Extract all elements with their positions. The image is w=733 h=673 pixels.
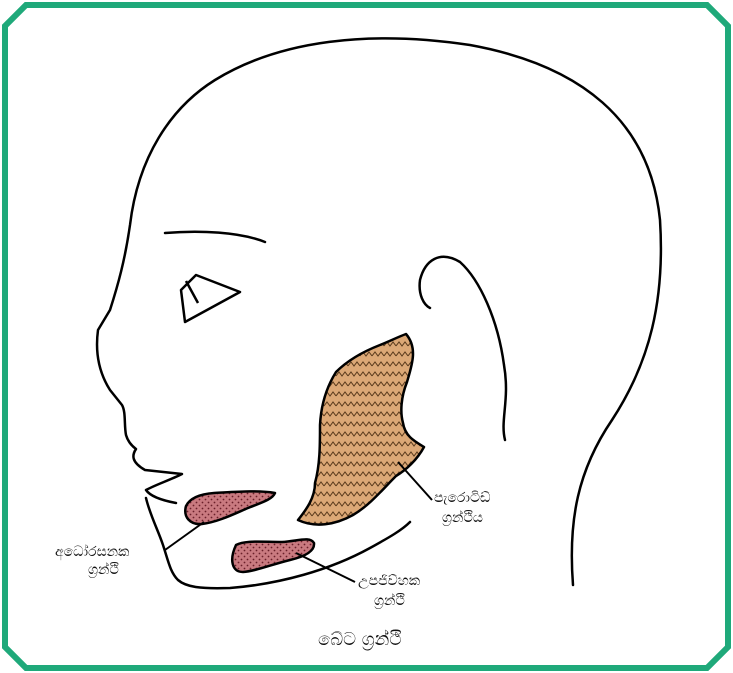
label-parotid-line2: ග්‍රන්ථිය — [442, 510, 483, 527]
label-sublingual-line2: ග්‍රන්ථි — [88, 562, 119, 579]
eye — [181, 275, 240, 322]
parotid-leader-line — [398, 462, 432, 500]
sublingual-gland — [185, 491, 275, 524]
ear — [420, 257, 506, 440]
diagram-title: බේට ග්‍රන්ථි — [318, 629, 401, 650]
sublingual-leader-line — [165, 522, 204, 550]
parotid-gland — [298, 334, 424, 525]
head-profile-outline — [97, 38, 661, 585]
eyebrow — [165, 232, 265, 242]
submandibular-leader-line — [296, 553, 355, 582]
label-submandibular-line1: උපජිව්හක — [358, 573, 421, 589]
label-parotid-line1: පැරොටිඩ් — [434, 490, 490, 506]
label-submandibular-line2: ග්‍රන්ථි — [374, 593, 405, 610]
label-sublingual-line1: අධෝරසනක — [55, 544, 130, 561]
